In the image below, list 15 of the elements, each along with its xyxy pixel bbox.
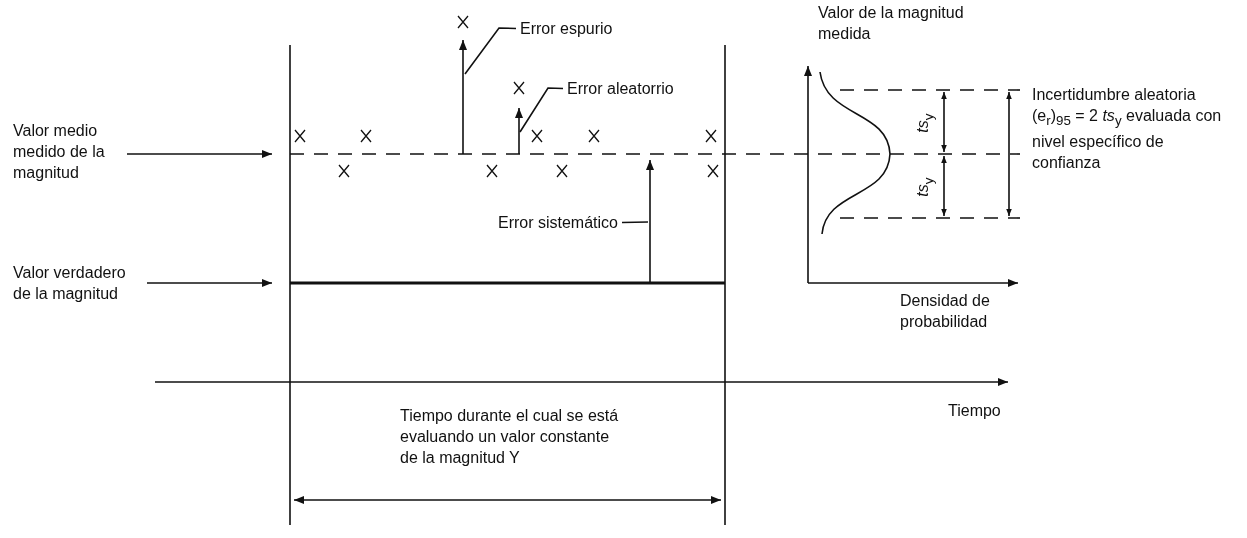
arrow — [126, 150, 273, 158]
leader-line — [621, 221, 649, 224]
callout-text: Valor medio medido de la magnitud — [13, 120, 123, 183]
leader-line — [464, 27, 517, 75]
axis-label: Densidad de probabilidad — [900, 291, 991, 332]
annotation-text: Incertidumbre aleatoria (e$_{r}$)$_{95}$ = 2 ts$_{y}$ evaluada con nivel específico de confianza — [1032, 85, 1222, 174]
axis-label: Tiempo — [948, 401, 1002, 421]
arrow — [146, 279, 273, 287]
callout-text: Valor verdadero de la magnitud — [13, 262, 143, 304]
leader-line — [519, 87, 564, 133]
callout-text: Error espurio — [520, 18, 630, 39]
callout-text: Error sistemático — [448, 212, 618, 233]
callout-text: Error aleatorrio — [567, 78, 697, 99]
axis-label: Valor de la magnitud medida — [818, 3, 965, 44]
annotation-text: Tiempo durante el cual se está evaluando un valor constante de la magnitud Y — [400, 406, 620, 468]
